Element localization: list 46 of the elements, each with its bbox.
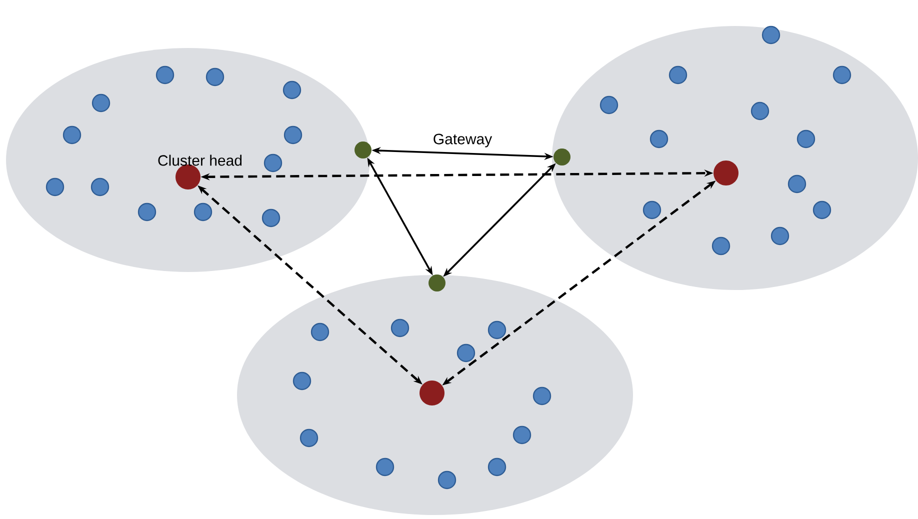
sensor-node — [770, 226, 790, 246]
sensor-node — [796, 130, 816, 148]
sensor-node — [650, 130, 668, 148]
sensor-node — [812, 200, 832, 220]
sensor-node — [90, 178, 110, 196]
sensor-node — [788, 174, 806, 194]
sensor-node — [300, 428, 318, 448]
sensor-node — [282, 80, 302, 100]
gateway-node — [554, 148, 570, 166]
sensor-node — [832, 66, 852, 84]
sensor-node — [390, 318, 410, 338]
sensor-node — [264, 154, 282, 172]
sensor-node — [456, 344, 476, 362]
gateway-node — [428, 274, 446, 292]
cluster-head-node — [176, 164, 200, 190]
sensor-node — [750, 102, 770, 120]
sensor-node — [762, 26, 780, 44]
cluster-head-node — [714, 160, 738, 186]
sensor-node — [310, 322, 330, 342]
edge-label: Gateway — [434, 134, 492, 148]
sensor-node — [668, 66, 688, 84]
sensor-node — [642, 200, 662, 220]
gateway-node — [354, 142, 372, 158]
sensor-node — [512, 426, 532, 444]
sensor-node — [438, 470, 456, 490]
cluster-ellipse — [552, 26, 918, 290]
sensor-node — [262, 208, 280, 228]
sensor-node — [206, 68, 224, 86]
cluster-ellipse — [237, 275, 633, 515]
sensor-node — [46, 178, 64, 196]
sensor-node — [600, 96, 618, 114]
sensor-node — [138, 202, 156, 222]
cluster-head-node — [420, 380, 444, 406]
sensor-node — [376, 458, 394, 476]
sensor-node — [194, 202, 212, 222]
sensor-node — [284, 126, 302, 144]
sensor-node — [532, 386, 552, 406]
sensor-node — [62, 126, 82, 144]
node-caption: Cluster head — [158, 154, 242, 166]
sensor-node — [292, 372, 312, 390]
sensor-node — [92, 94, 110, 112]
sensor-node — [156, 66, 174, 84]
sensor-node — [488, 320, 506, 340]
sensor-node — [488, 458, 506, 476]
sensor-node — [712, 236, 730, 256]
cluster-ellipse — [6, 48, 370, 272]
